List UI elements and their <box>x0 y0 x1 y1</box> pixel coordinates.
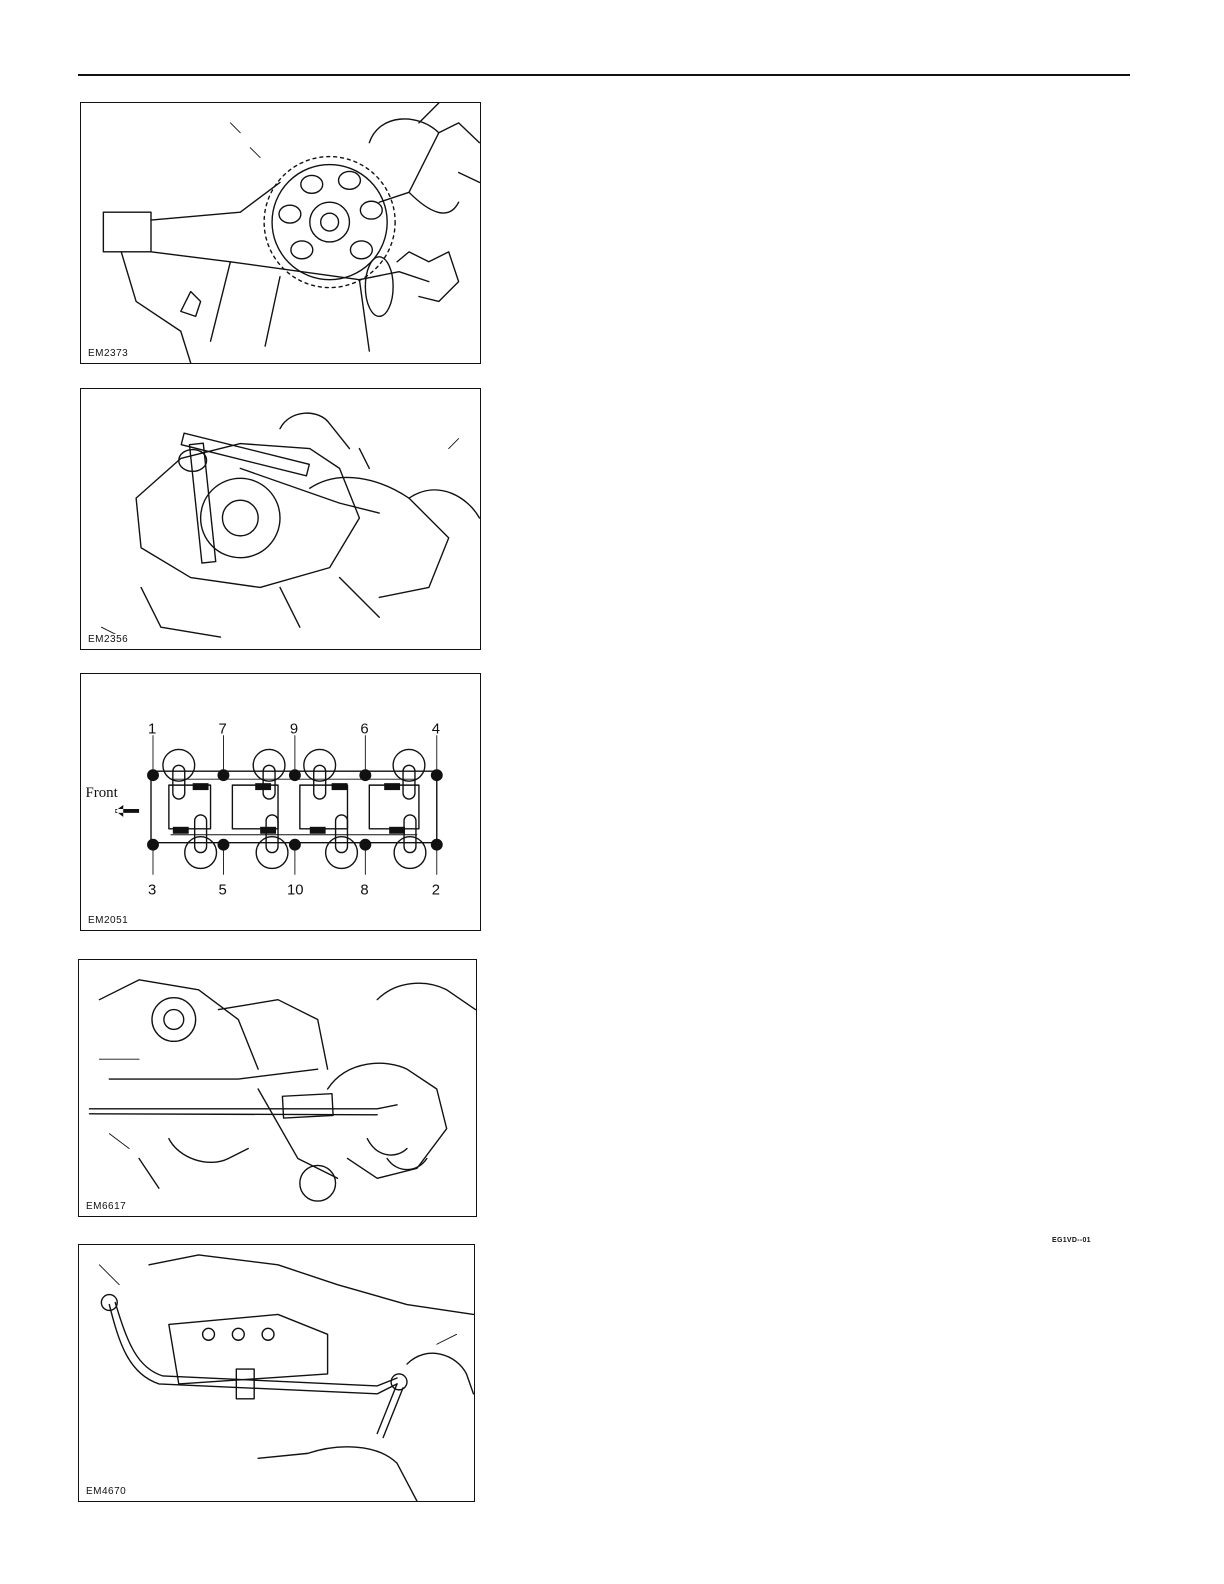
bolt-number-bottom: 5 <box>218 882 226 898</box>
bolt-number-bottom: 2 <box>432 882 440 898</box>
header-rule <box>78 74 1130 76</box>
bolt-sequence-diagram: 1 7 9 6 4 3 5 10 8 2 Front <box>81 674 480 930</box>
section-code: EG1VD--01 <box>1052 1237 1091 1244</box>
oil-pipe-illustration <box>79 1245 474 1501</box>
bolt-number-top: 4 <box>432 722 440 738</box>
figure-camshaft-sprocket: EM2373 <box>80 102 481 364</box>
bolt-number-top: 7 <box>218 722 226 738</box>
figure-label: EM2356 <box>87 634 129 645</box>
bolt-number-bottom: 10 <box>287 882 304 898</box>
figure-label: EM6617 <box>85 1201 127 1212</box>
figure-bolt-sequence: 1 7 9 6 4 3 5 10 8 2 Front EM2051 <box>80 673 481 931</box>
bolt-number-bottom: 3 <box>148 882 156 898</box>
front-arrow-icon <box>115 805 139 817</box>
figure-oil-pipe: EM4670 <box>78 1244 475 1502</box>
figure-pry-tool: EM6617 <box>78 959 477 1217</box>
bolt-holes <box>147 769 443 850</box>
front-label: Front <box>86 785 119 801</box>
sprocket-illustration <box>81 103 480 363</box>
figure-camshaft-bolt: EM2356 <box>80 388 481 650</box>
springs <box>173 783 405 834</box>
bolt-number-top: 1 <box>148 722 156 738</box>
bolt-number-top: 6 <box>360 722 368 738</box>
figure-label: EM4670 <box>85 1486 127 1497</box>
bolt-number-top: 9 <box>290 722 298 738</box>
bolt-number-bottom: 8 <box>360 882 368 898</box>
pry-illustration <box>79 960 476 1216</box>
wrench-illustration <box>81 389 480 649</box>
figure-label: EM2051 <box>87 915 129 926</box>
figure-label: EM2373 <box>87 348 129 359</box>
